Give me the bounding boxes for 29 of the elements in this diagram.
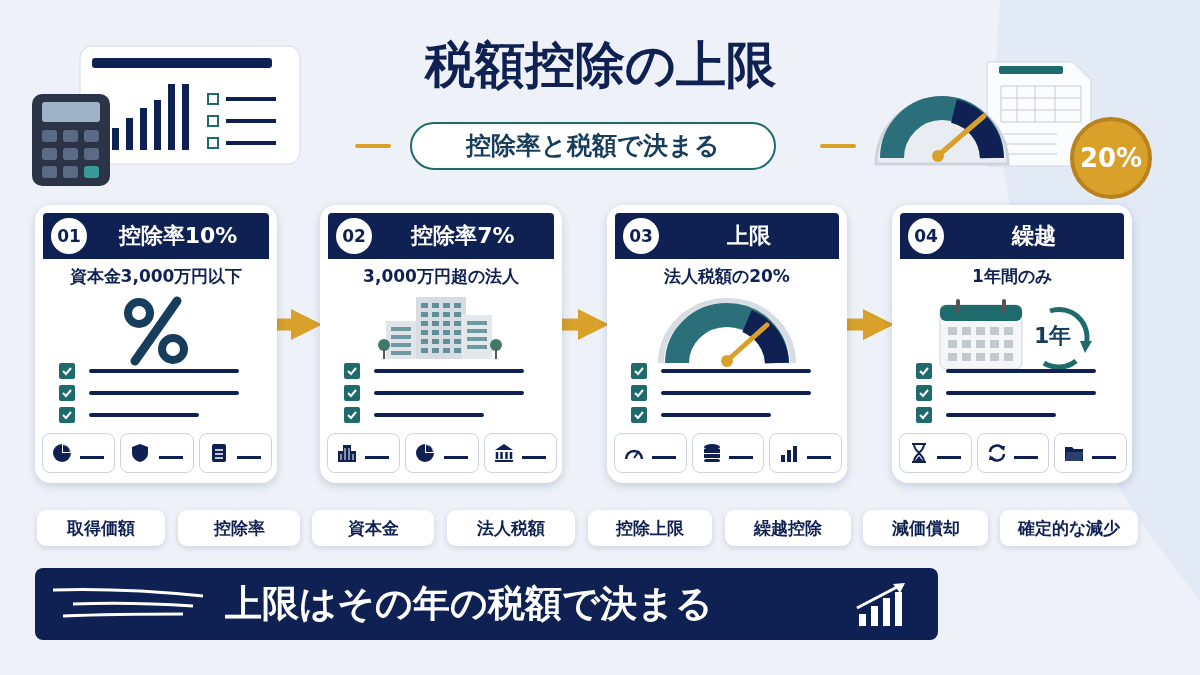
number-badge: 01 bbox=[51, 218, 87, 254]
keyword-pill: 繰越控除 bbox=[725, 510, 851, 546]
number-badge: 03 bbox=[623, 218, 659, 254]
step-subtitle: 3,000万円超の法人 bbox=[362, 265, 520, 288]
step-card bbox=[607, 205, 847, 483]
step-card bbox=[35, 205, 277, 483]
number-badge: 04 bbox=[908, 218, 944, 254]
subtitle-pill: 控除率と税額で決まる bbox=[410, 122, 776, 170]
step-heading: 上限 bbox=[726, 222, 772, 250]
title: 税額控除の上限 bbox=[423, 35, 777, 96]
banner-text: 上限はその年の税額で決まる bbox=[225, 581, 713, 627]
keyword-pill: 減価償却 bbox=[863, 510, 988, 546]
keyword-pill: 資本金 bbox=[312, 510, 434, 546]
keyword-pill: 控除率 bbox=[178, 510, 300, 546]
step-heading: 控除率7% bbox=[409, 222, 516, 250]
step-subtitle: 1年間のみ bbox=[971, 265, 1053, 288]
step-card bbox=[892, 205, 1132, 483]
keyword-pill: 取得価額 bbox=[37, 510, 165, 546]
step-subtitle: 法人税額の20% bbox=[663, 265, 791, 288]
number-badge: 02 bbox=[336, 218, 372, 254]
step-subtitle: 資本金3,000万円以下 bbox=[68, 265, 244, 288]
keyword-pill: 確定的な減少 bbox=[1000, 510, 1138, 546]
step-card bbox=[320, 205, 562, 483]
keyword-pill: 法人税額 bbox=[447, 510, 575, 546]
step-heading: 繰越 bbox=[1010, 222, 1057, 250]
year-label: 1年 bbox=[1034, 322, 1073, 350]
summary-banner bbox=[35, 568, 938, 640]
step-heading: 控除率10% bbox=[117, 222, 239, 250]
keyword-pill: 控除上限 bbox=[588, 510, 712, 546]
